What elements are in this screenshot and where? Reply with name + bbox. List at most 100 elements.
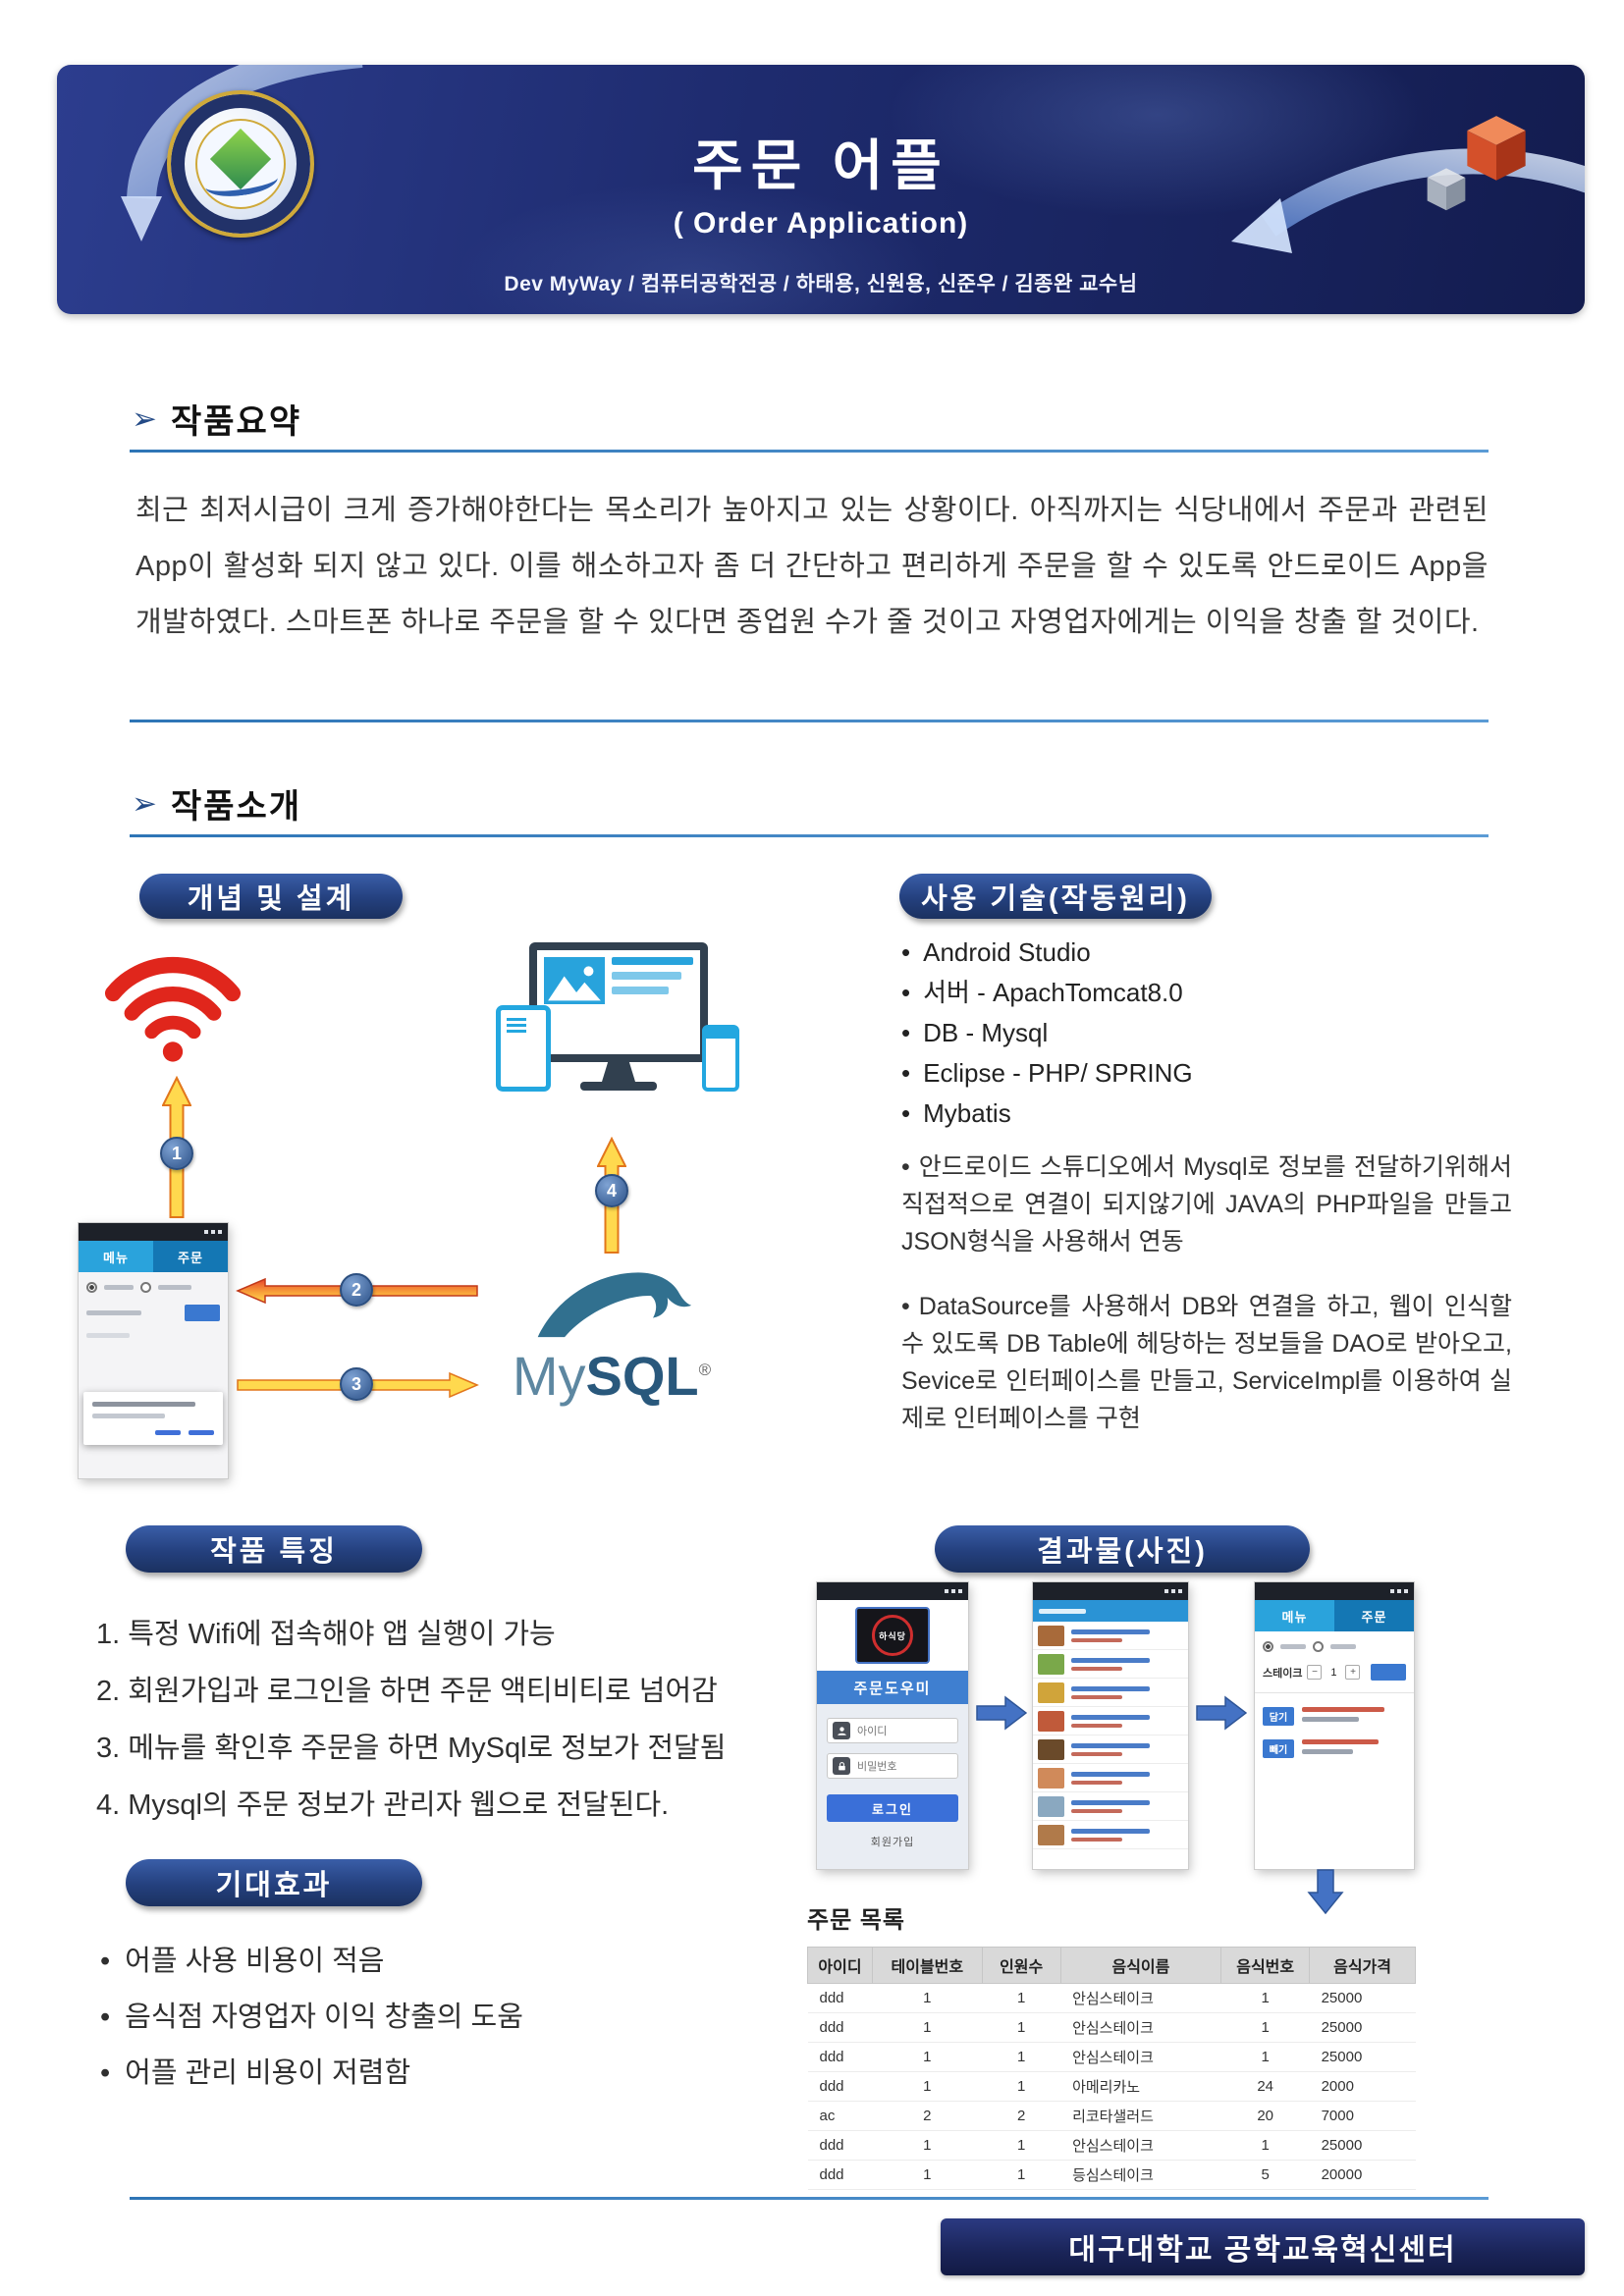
order-table-cell: 1	[982, 1983, 1061, 2013]
tech-bullet: Eclipse - PHP/ SPRING	[901, 1053, 1193, 1094]
step-badge-1: 1	[160, 1137, 193, 1170]
radio-icon	[1313, 1641, 1324, 1652]
order-table-cell: 1	[872, 2012, 983, 2043]
tech-bullet: Android Studio	[901, 933, 1193, 973]
app-tab-bar: 메뉴 주문	[1255, 1600, 1414, 1631]
order-table-cell: 1	[982, 2012, 1061, 2043]
tab-menu: 메뉴	[79, 1241, 153, 1272]
university-logo	[167, 90, 314, 238]
order-table-cell: 24	[1220, 2071, 1310, 2102]
poster-subtitle: ( Order Application)	[673, 207, 969, 240]
order-table-header-cell: 음식이름	[1059, 1947, 1222, 1984]
order-table-cell: 20	[1220, 2101, 1310, 2131]
feature-item: 3. 메뉴를 확인후 주문을 하면 MySql로 정보가 전달됨	[96, 1733, 727, 1764]
monitor-base	[580, 1082, 657, 1091]
section-heading-summary: ➢ 작품요약	[132, 395, 301, 443]
text-lines-icon	[612, 957, 693, 1047]
password-field: 비밀번호	[827, 1753, 958, 1779]
status-icons	[1404, 1589, 1408, 1593]
order-table-cell: 1	[982, 2160, 1061, 2190]
radio-icon	[140, 1282, 151, 1293]
order-table-cell: 아메리카노	[1060, 2071, 1221, 2102]
order-table-header-cell: 아이디	[807, 1947, 873, 1984]
order-table-cell: 1	[872, 2071, 983, 2102]
order-table-cell: ddd	[807, 2130, 873, 2161]
mysql-wordmark: MySQL®	[512, 1345, 712, 1407]
tech-bullet: DB - Mysql	[901, 1013, 1193, 1053]
order-table-cell: 안심스테이크	[1060, 2012, 1221, 2043]
effect-list: 어플 사용 비용이 적음음식점 자영업자 이익 창출의 도움어플 관리 비용이 …	[100, 1934, 523, 2102]
monitor-stand	[602, 1062, 635, 1082]
effect-item: 음식점 자영업자 이익 창출의 도움	[100, 1990, 523, 2046]
devices-illustration	[496, 942, 739, 1135]
app-tab-bar: 메뉴 주문	[79, 1241, 228, 1272]
id-field: 아이디	[827, 1718, 958, 1743]
order-table-cell: 20000	[1309, 2160, 1416, 2190]
order-table-cell: ddd	[807, 2160, 873, 2190]
menu-list-item	[1033, 1764, 1188, 1792]
app-title-bar: 주문도우미	[817, 1671, 968, 1704]
order-table-cell: 등심스테이크	[1060, 2160, 1221, 2190]
order-table-cell: ddd	[807, 2012, 873, 2043]
section-divider	[130, 720, 1489, 722]
order-table-cell: 1	[872, 2130, 983, 2161]
app-screenshot-order-screen: 메뉴 주문 스테이크 − 1 + 담기	[1255, 1582, 1414, 1869]
password-label: 비밀번호	[857, 1761, 897, 1773]
remove-item-button: 빼기	[1263, 1739, 1294, 1758]
image-placeholder-icon	[544, 957, 605, 1004]
status-icons	[1178, 1589, 1182, 1593]
order-table-cell: ddd	[807, 1983, 873, 2013]
menu-list-item	[1033, 1707, 1188, 1735]
order-table-cell: 1	[1220, 2012, 1310, 2043]
menu-list-item	[1033, 1622, 1188, 1650]
tab-order: 주문	[1334, 1600, 1414, 1631]
university-emblem	[195, 119, 286, 209]
tablet-icon	[496, 1005, 551, 1092]
order-list-title: 주문 목록	[807, 1907, 905, 1934]
item-text-lines	[1302, 1739, 1379, 1754]
order-table-cell: 1	[1220, 1983, 1310, 2013]
step-badge-4: 4	[595, 1174, 628, 1207]
section-heading-intro: ➢ 작품소개	[132, 779, 301, 828]
food-thumbnail	[1038, 1653, 1064, 1675]
monitor-icon	[529, 942, 708, 1062]
menu-list-item	[1033, 1821, 1188, 1849]
phone-status-bar	[817, 1582, 968, 1600]
poster-title: 주문 어플	[692, 134, 949, 196]
order-table-cell: 1	[872, 2042, 983, 2072]
section-divider	[130, 450, 1489, 453]
order-table-cell: 25000	[1309, 2130, 1416, 2161]
order-table-header-cell: 테이블번호	[871, 1947, 983, 1984]
order-table-cell: 2	[872, 2101, 983, 2131]
radio-checked-icon	[86, 1282, 97, 1293]
arrow-marker-icon: ➢	[132, 400, 159, 436]
poster-credit: Dev MyWay / 컴퓨터공학전공 / 하태용, 신원용, 신준우 / 김종…	[504, 273, 1138, 295]
order-table-cell: ac	[807, 2101, 873, 2131]
footer-divider	[130, 2197, 1489, 2200]
food-thumbnail	[1038, 1767, 1064, 1789]
section-divider	[130, 834, 1489, 837]
food-thumbnail	[1038, 1738, 1064, 1760]
step-badge-2: 2	[340, 1273, 373, 1307]
mysql-logo: MySQL®	[483, 1256, 740, 1453]
restaurant-logo: 하식당	[872, 1615, 913, 1656]
cube-icon	[1467, 116, 1526, 181]
food-thumbnail	[1038, 1682, 1064, 1703]
order-table-cell: ddd	[807, 2071, 873, 2102]
food-thumbnail	[1038, 1710, 1064, 1732]
id-label: 아이디	[857, 1726, 888, 1737]
effect-item: 어플 사용 비용이 적음	[100, 1934, 523, 1990]
menu-list-item	[1033, 1650, 1188, 1679]
order-table-cell: 7000	[1309, 2101, 1416, 2131]
order-table-cell: 1	[872, 2160, 983, 2190]
phone-icon	[702, 1025, 739, 1092]
